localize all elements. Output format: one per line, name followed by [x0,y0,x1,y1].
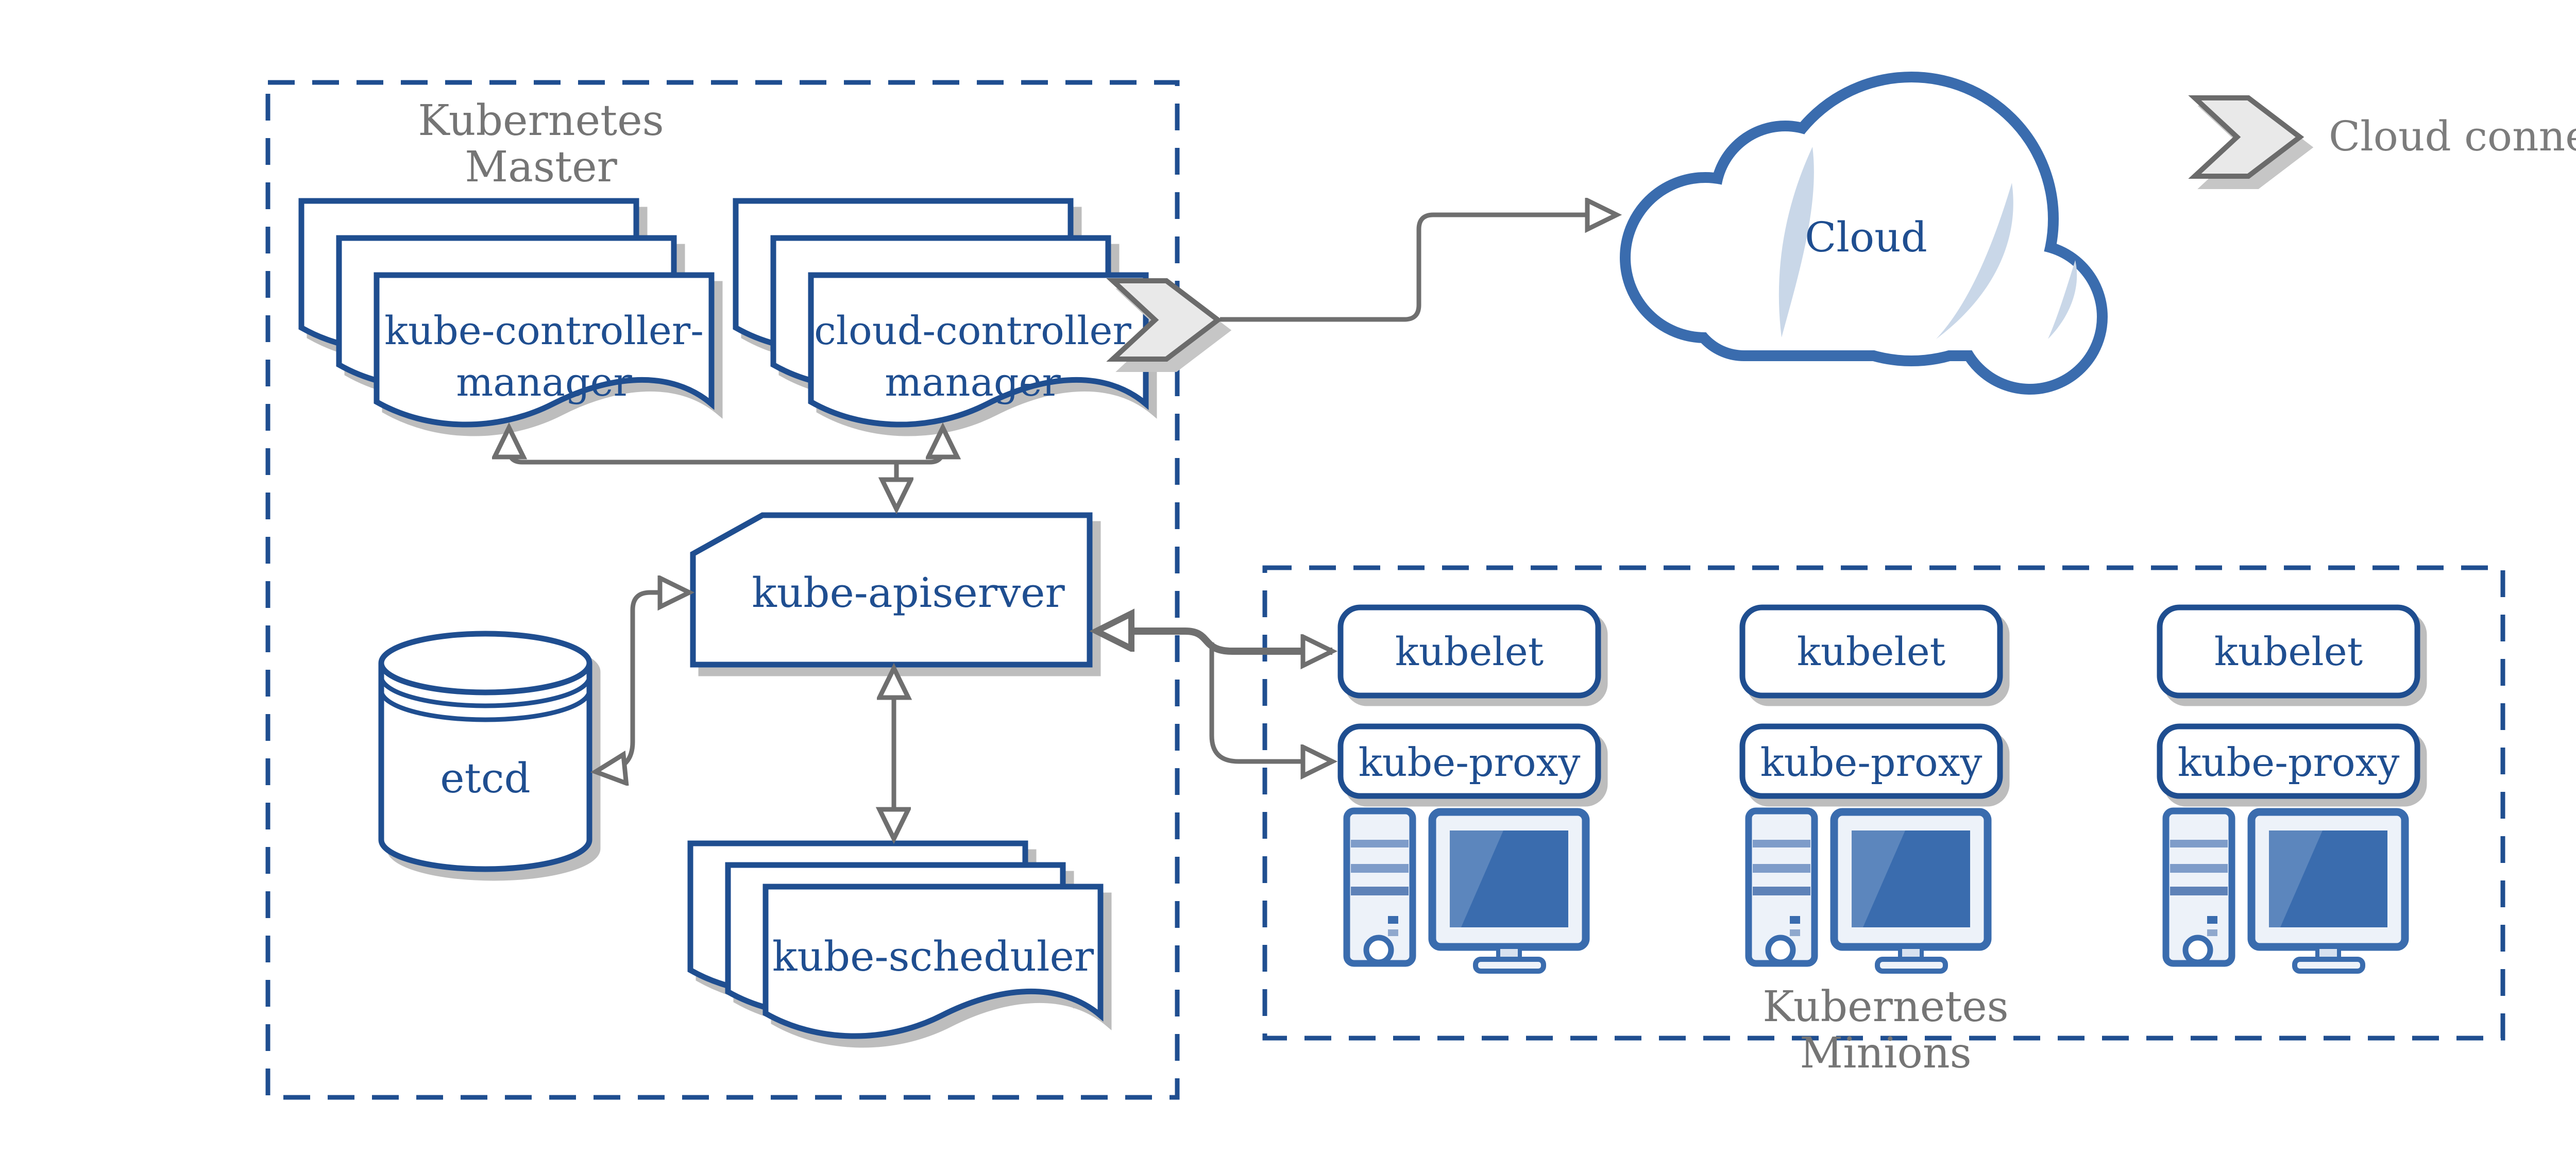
kubernetes-master-group-box [265,80,1180,1100]
minions-title-line1: Kubernetes [1762,982,2008,1031]
kube-proxy-label-1: kube-proxy [1359,739,1581,785]
master-title-line2: Master [465,143,617,192]
cloud-highlight [2048,260,2077,339]
kube-scheduler-label: kube-scheduler [772,932,1094,980]
kube-proxy-label-3: kube-proxy [2178,739,2400,785]
kubelet-label-3: kubelet [2214,629,2363,674]
etcd-cylinder-icon [378,631,592,872]
kubelet-box [1337,604,1601,699]
minion-node-1 [1337,604,1601,971]
kube-proxy-box [1739,723,2003,799]
kubernetes-minions-group-box [1262,565,2505,1041]
computer-icon [2166,811,2405,971]
minion-node-2 [1739,604,2003,971]
cloud-controller-manager-label-line2: manager [885,359,1061,405]
etcd-label: etcd [440,754,531,802]
kube-proxy-box [1337,723,1601,799]
computer-icon [1347,811,1586,971]
cloud-controller-manager-label-line1: cloud-controller [814,308,1131,353]
minion-node-3 [2157,604,2420,971]
master-title-line1: Kubernetes [418,96,664,145]
arrow-apiserver-to-controller-managers [509,428,943,465]
cloud-highlight [1936,183,2013,339]
kube-apiserver-label: kube-apiserver [752,569,1065,617]
kubelet-label-2: kubelet [1797,629,1945,674]
computer-icon [1749,811,1988,971]
kubelet-box [1739,604,2003,699]
kube-proxy-box [2157,723,2420,799]
kube-proxy-label-2: kube-proxy [1760,739,1982,785]
minions-title-line2: Minions [1800,1029,1972,1078]
kube-controller-manager-label-line2: manager [456,359,632,405]
kubelet-box [2157,604,2420,699]
kubelet-label-1: kubelet [1395,629,1544,674]
cloud-shape [1631,82,2097,384]
legend-cloud-connector-label: Cloud connector [2329,112,2576,160]
kube-controller-manager-label-line1: kube-controller- [384,308,704,353]
arrow-cloud-connector-to-cloud [1220,215,1617,322]
legend-cloud-connector-icon [2195,98,2300,176]
arrow-apiserver-etcd [596,592,689,772]
arrow-apiserver-kube-proxy [1209,642,1332,761]
cloud-highlight [1778,147,1814,337]
cloud-label: Cloud [1805,213,1927,261]
arrow-apiserver-kubelet [1096,631,1332,651]
